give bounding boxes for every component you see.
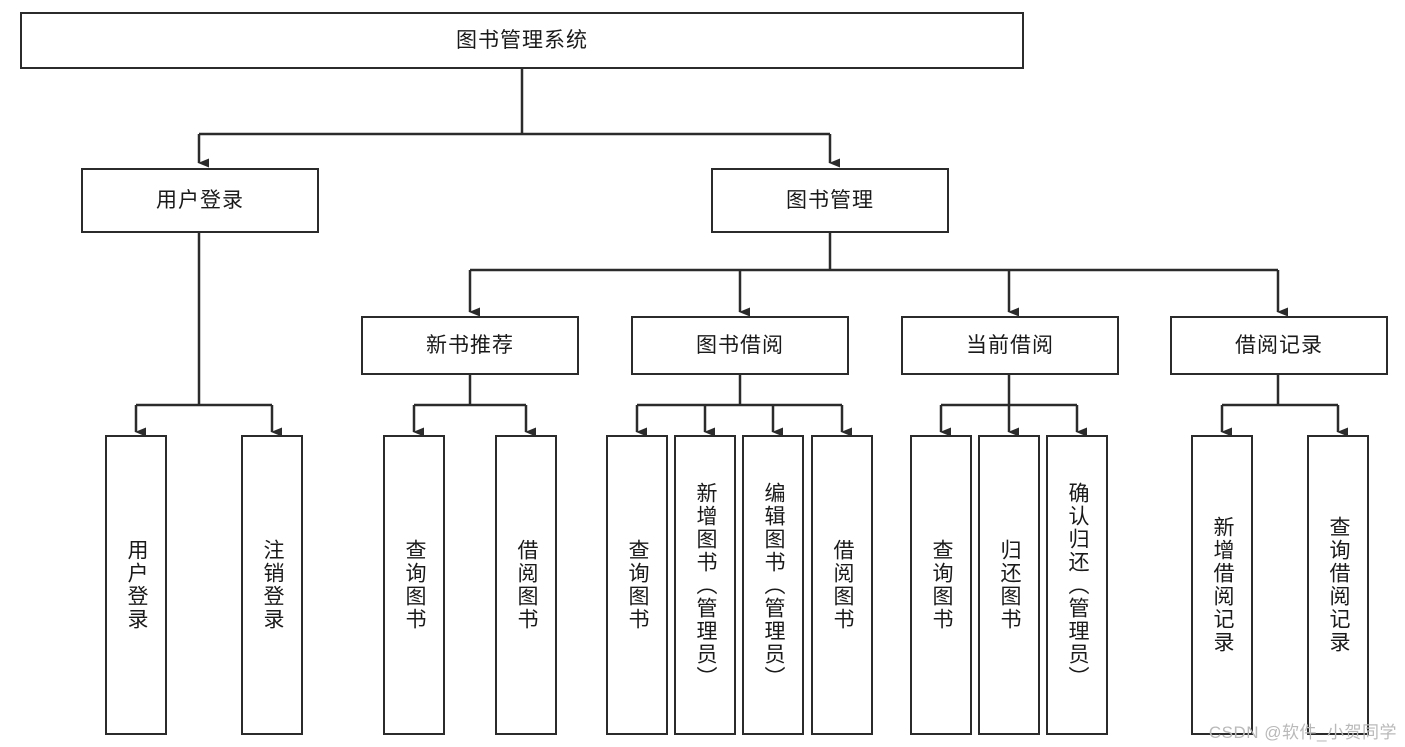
node-borrow-record-label: 借阅记录 [1235,333,1323,357]
node-leaf-query-book-recommend-label: 查询图书 [403,539,427,631]
node-book-management-label: 图书管理 [786,188,874,212]
edge-book-management-to-level3 [468,232,1288,317]
edge-new-book-recommend-to-leaves [412,374,536,437]
node-leaf-query-book-borrow-label: 查询图书 [626,539,650,631]
node-leaf-edit-book-admin-label: 编辑图书（管理员） [762,481,786,689]
node-leaf-user-logout-label: 注销登录 [261,539,285,631]
node-leaf-borrow-book-label: 借阅图书 [831,539,855,631]
node-leaf-add-book-admin-label: 新增图书（管理员） [694,481,718,689]
node-leaf-borrow-book-recommend-label: 借阅图书 [515,539,539,631]
node-borrow-record[interactable]: 借阅记录 [1170,316,1388,375]
node-current-borrow-label: 当前借阅 [966,333,1054,357]
node-leaf-user-logout[interactable]: 注销登录 [241,435,303,735]
node-root-label: 图书管理系统 [456,28,588,52]
node-leaf-edit-book-admin[interactable]: 编辑图书（管理员） [742,435,804,735]
node-user-login[interactable]: 用户登录 [81,168,319,233]
node-leaf-confirm-return-admin[interactable]: 确认归还（管理员） [1046,435,1108,735]
node-leaf-return-book-label: 归还图书 [998,539,1022,631]
node-leaf-query-borrow-record[interactable]: 查询借阅记录 [1307,435,1369,735]
node-leaf-query-book-borrow[interactable]: 查询图书 [606,435,668,735]
node-user-login-label: 用户登录 [156,188,244,212]
node-leaf-confirm-return-admin-label: 确认归还（管理员） [1066,481,1090,689]
node-leaf-borrow-book[interactable]: 借阅图书 [811,435,873,735]
node-leaf-query-book-current-label: 查询图书 [930,539,954,631]
node-leaf-borrow-book-recommend[interactable]: 借阅图书 [495,435,557,735]
edge-current-borrow-to-leaves [939,374,1087,437]
node-current-borrow[interactable]: 当前借阅 [901,316,1119,375]
node-new-book-recommend-label: 新书推荐 [426,333,514,357]
edge-root-to-level2 [197,68,840,168]
node-leaf-add-borrow-record-label: 新增借阅记录 [1211,516,1235,654]
node-book-management[interactable]: 图书管理 [711,168,949,233]
node-leaf-user-login-label: 用户登录 [125,539,149,631]
edge-borrow-record-to-leaves [1220,374,1348,437]
edge-user-login-to-leaves [134,232,282,437]
node-leaf-user-login[interactable]: 用户登录 [105,435,167,735]
node-root[interactable]: 图书管理系统 [20,12,1024,69]
edge-book-borrow-to-leaves [635,374,852,437]
node-leaf-query-book-current[interactable]: 查询图书 [910,435,972,735]
node-leaf-add-book-admin[interactable]: 新增图书（管理员） [674,435,736,735]
node-book-borrow-label: 图书借阅 [696,333,784,357]
node-leaf-query-borrow-record-label: 查询借阅记录 [1327,516,1351,654]
node-book-borrow[interactable]: 图书借阅 [631,316,849,375]
node-new-book-recommend[interactable]: 新书推荐 [361,316,579,375]
node-leaf-query-book-recommend[interactable]: 查询图书 [383,435,445,735]
node-leaf-return-book[interactable]: 归还图书 [978,435,1040,735]
node-leaf-add-borrow-record[interactable]: 新增借阅记录 [1191,435,1253,735]
